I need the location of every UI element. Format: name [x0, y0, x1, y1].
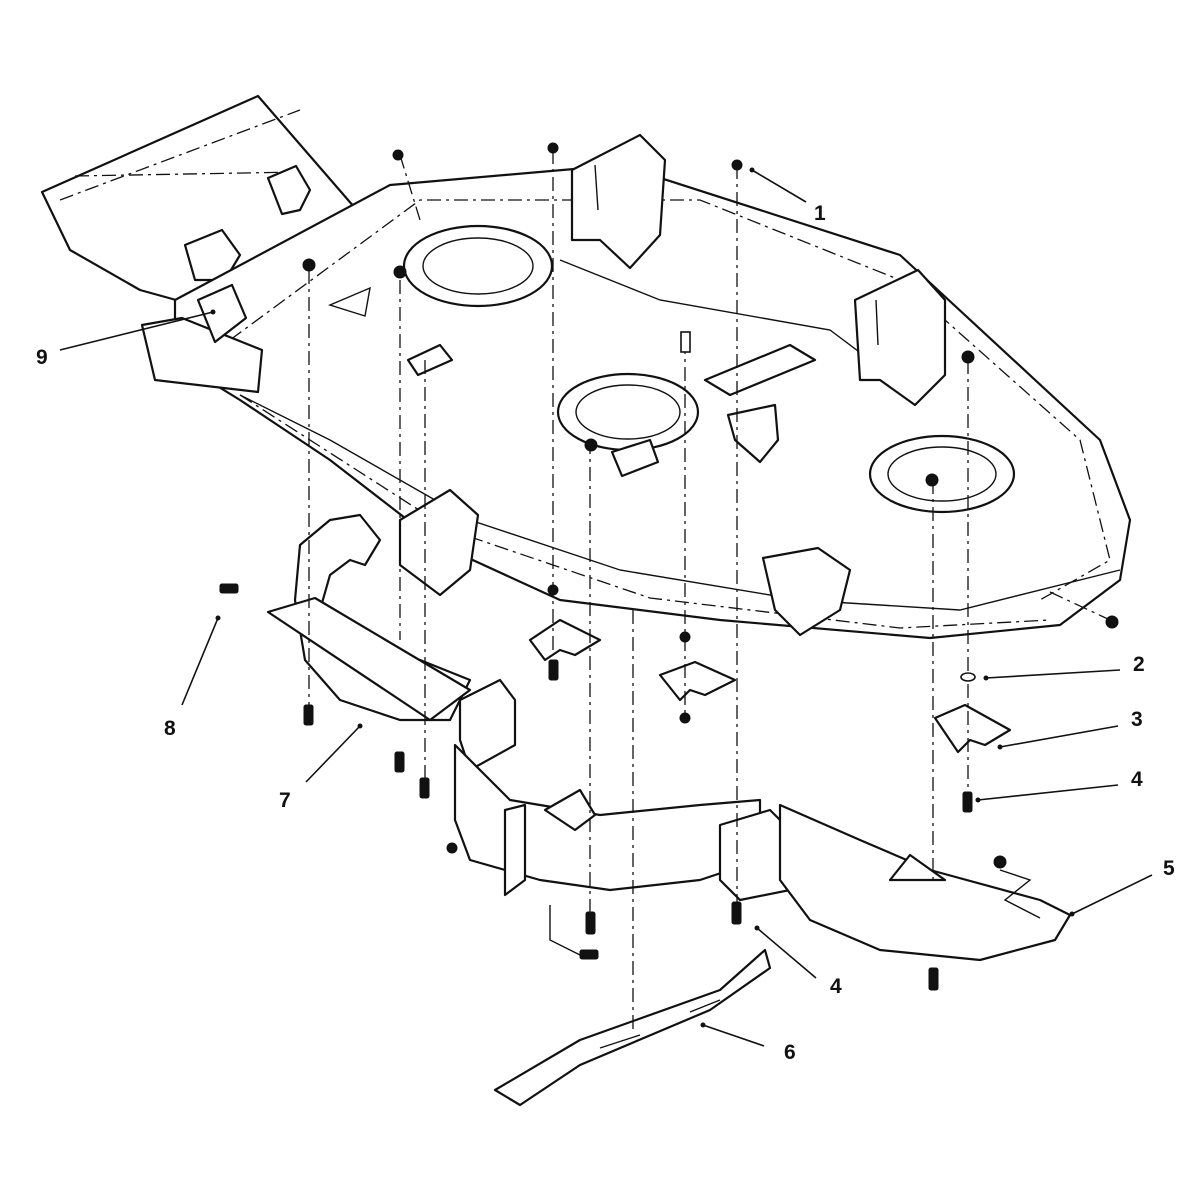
callout-labels: 1 2 3 4 4 5 6 7 8 9: [36, 202, 1175, 1064]
callout-3: 3: [1131, 708, 1143, 731]
callout-1: 1: [814, 202, 826, 225]
hardware: [219, 142, 1119, 991]
baffle-brackets: [528, 618, 1012, 754]
blade-baffle-left: [266, 513, 472, 722]
callout-6: 6: [784, 1041, 796, 1064]
callout-2: 2: [1133, 653, 1145, 676]
callout-4-upper: 4: [1131, 768, 1143, 791]
blade-baffle-center: [453, 678, 762, 897]
callout-4-lower: 4: [830, 975, 842, 998]
deck-lift-brackets: [140, 133, 947, 637]
callout-9: 9: [36, 346, 48, 369]
blade-baffle-right: [718, 803, 1072, 962]
callout-7: 7: [279, 789, 291, 812]
assembly-lines: [308, 150, 1111, 1030]
leader-lines: [59, 167, 1153, 1047]
callout-5: 5: [1163, 857, 1175, 880]
callout-8: 8: [164, 717, 176, 740]
